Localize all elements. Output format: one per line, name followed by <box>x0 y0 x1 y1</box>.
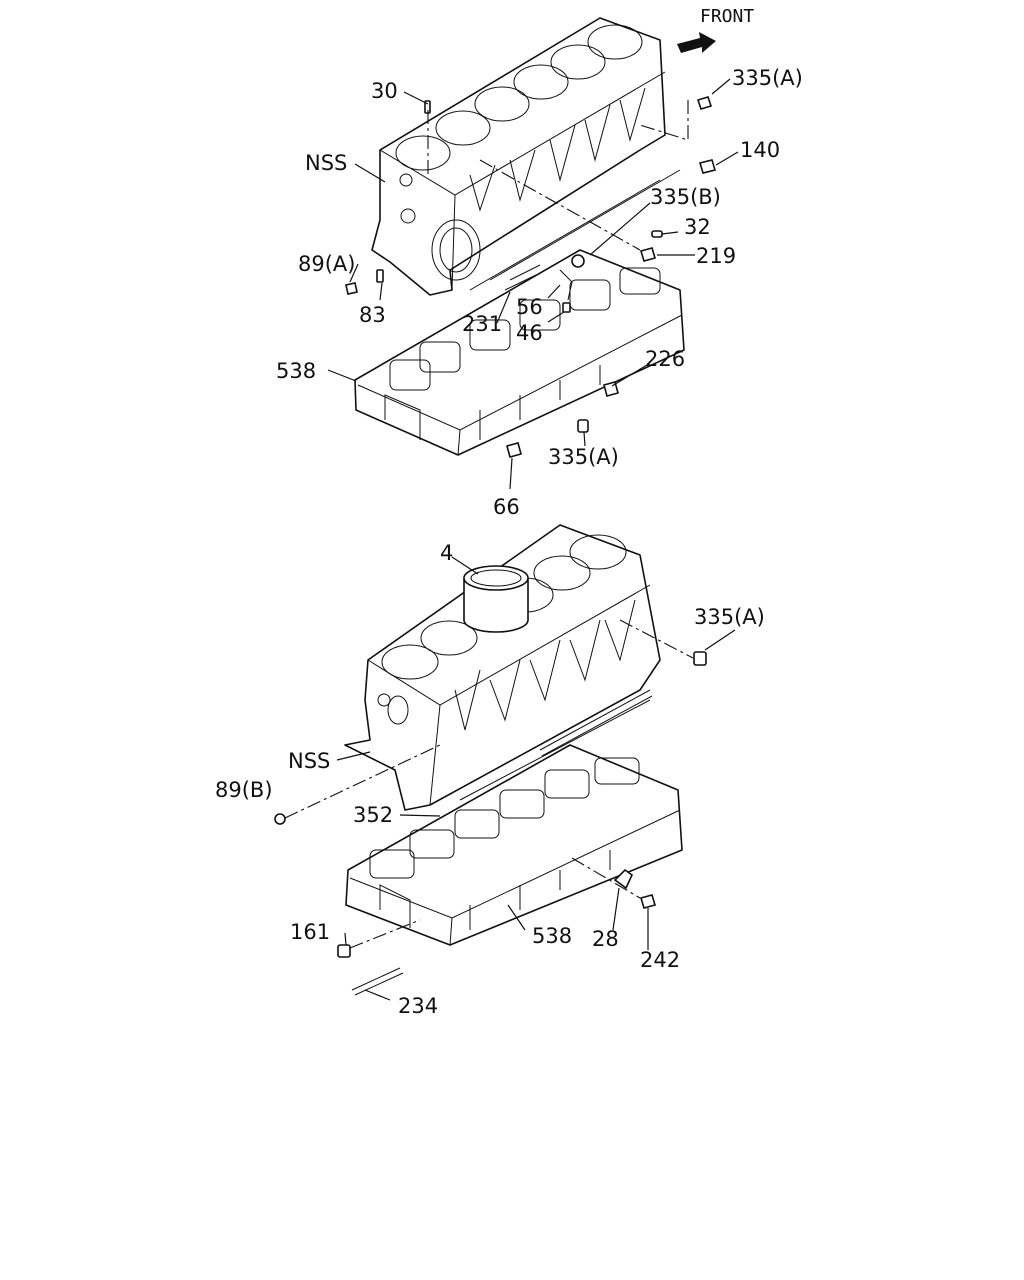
label-nss-low: NSS <box>288 749 330 773</box>
label-231: 231 <box>462 312 502 336</box>
upper-bedplate-538 <box>354 249 685 456</box>
front-arrow-icon <box>677 32 716 53</box>
label-28: 28 <box>592 927 619 951</box>
label-234: 234 <box>398 994 438 1018</box>
front-label: FRONT <box>700 6 754 27</box>
label-30: 30 <box>371 79 398 103</box>
label-335a-low: 335(A) <box>694 605 765 629</box>
label-89b: 89(B) <box>215 778 273 802</box>
label-89a: 89(A) <box>298 252 355 276</box>
upper-cylinder-block <box>371 17 681 296</box>
label-226: 226 <box>645 347 685 371</box>
label-4: 4 <box>440 541 453 565</box>
label-335b: 335(B) <box>650 185 721 209</box>
label-242: 242 <box>640 948 680 972</box>
label-46: 46 <box>516 321 543 345</box>
label-32: 32 <box>684 215 711 239</box>
label-219: 219 <box>696 244 736 268</box>
label-335a-top: 335(A) <box>732 66 803 90</box>
label-nss-top: NSS <box>305 151 347 175</box>
label-352: 352 <box>353 803 393 827</box>
label-538-low: 538 <box>532 924 572 948</box>
small-parts <box>274 96 717 996</box>
leader-lines <box>284 78 739 1001</box>
cylinder-liner-4 <box>463 565 529 633</box>
label-56: 56 <box>516 295 543 319</box>
label-538-top: 538 <box>276 359 316 383</box>
label-140: 140 <box>740 138 780 162</box>
label-335a-mid: 335(A) <box>548 445 619 469</box>
label-83: 83 <box>359 303 386 327</box>
label-66: 66 <box>493 495 520 519</box>
lower-bedplate-538 <box>345 744 683 946</box>
label-161: 161 <box>290 920 330 944</box>
